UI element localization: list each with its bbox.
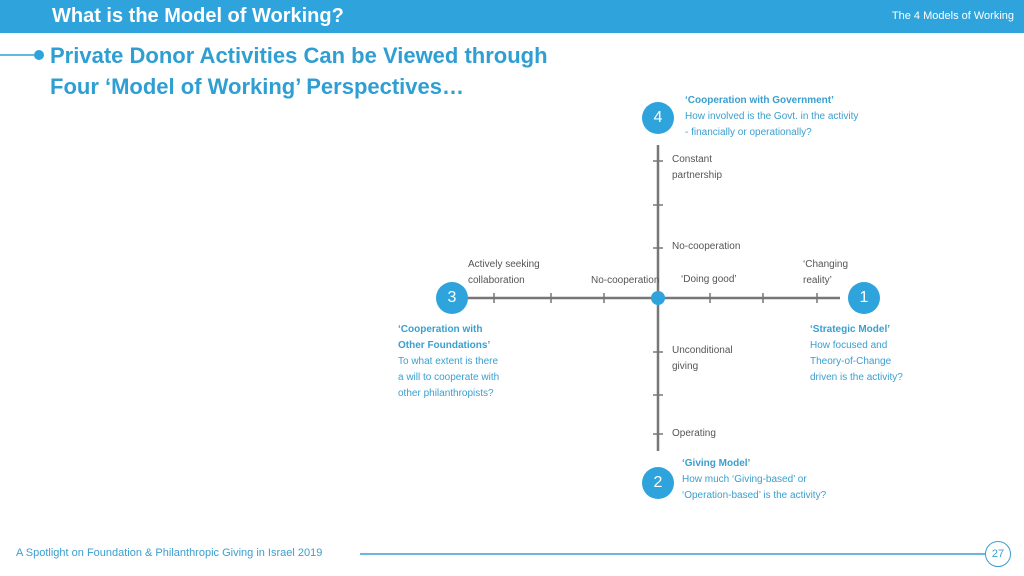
model-2-description: ‘Giving Model’ How much ‘Giving-based’ o… — [682, 456, 826, 504]
axis-label-constant-partnership: Constant partnership — [672, 152, 722, 184]
axis-label-changing-reality: ‘Changing reality’ — [803, 257, 848, 289]
model-3-desc-line: a will to cooperate with — [398, 372, 500, 383]
axis-label-line: partnership — [672, 170, 723, 181]
model-3-description: ‘Cooperation with Other Foundations’ To … — [398, 322, 499, 402]
model-1-description: ‘Strategic Model’ How focused and Theory… — [810, 322, 903, 386]
model-3-desc-line: To what extent is there — [398, 356, 499, 367]
model-4-badge: 4 — [642, 102, 674, 134]
model-1-desc-line: Theory-of-Change — [810, 356, 892, 367]
axis-label-line: collaboration — [468, 275, 525, 286]
model-4-description: ‘Cooperation with Government’ How involv… — [685, 93, 858, 141]
origin-dot — [651, 291, 665, 305]
slide-heading: Private Donor Activities Can be Viewed t… — [50, 40, 548, 102]
axis-label-line: ‘Changing — [803, 259, 849, 270]
model-1-title: ‘Strategic Model’ — [810, 324, 891, 335]
model-1-badge: 1 — [848, 282, 880, 314]
footer-text: A Spotlight on Foundation & Philanthropi… — [16, 547, 323, 559]
model-4-desc-line: - financially or operationally? — [685, 127, 812, 138]
axis-ticks — [493, 160, 818, 435]
model-1-desc-line: How focused and — [810, 340, 888, 351]
axis-label-actively-seeking: Actively seeking collaboration — [468, 257, 540, 289]
model-3-title: ‘Cooperation with — [398, 324, 483, 335]
model-2-desc-line: How much ‘Giving-based’ or — [682, 474, 807, 485]
axis-label-line: Actively seeking — [468, 259, 540, 270]
model-2-desc-line: ‘Operation-based’ is the activity? — [682, 490, 827, 501]
axis-label-doing-good: ‘Doing good’ — [681, 274, 737, 285]
axis-label-gov-no-cooperation: No-cooperation — [672, 241, 741, 252]
heading-bullet-dot — [34, 50, 44, 60]
model-3-badge: 3 — [436, 282, 468, 314]
model-1-desc-line: driven is the activity? — [810, 372, 903, 383]
model-2-badge: 2 — [642, 467, 674, 499]
slide-title: What is the Model of Working? — [52, 5, 344, 27]
axis-label-line: Constant — [672, 154, 713, 165]
axis-label-line: Unconditional — [672, 345, 733, 356]
header-bar: What is the Model of Working? The 4 Mode… — [0, 0, 1024, 33]
model-3-desc-line: other philanthropists? — [398, 388, 494, 399]
page-number: 27 — [985, 541, 1011, 567]
model-4-desc-line: How involved is the Govt. in the activit… — [685, 111, 859, 122]
axis-label-line: giving — [672, 361, 699, 372]
axis-label-line: reality’ — [803, 275, 832, 286]
heading-line-2: Four ‘Model of Working’ Perspectives… — [50, 74, 465, 99]
heading-line-1: Private Donor Activities Can be Viewed t… — [50, 43, 548, 68]
axis-label-foundation-no-cooperation: No-cooperation — [591, 275, 660, 286]
model-4-title: ‘Cooperation with Government’ — [685, 95, 834, 106]
model-2-title: ‘Giving Model’ — [682, 458, 751, 469]
axis-label-operating: Operating — [672, 428, 716, 439]
section-label: The 4 Models of Working — [891, 10, 1014, 22]
model-3-title: Other Foundations’ — [398, 340, 491, 351]
axis-label-unconditional-giving: Unconditional giving — [672, 343, 733, 375]
